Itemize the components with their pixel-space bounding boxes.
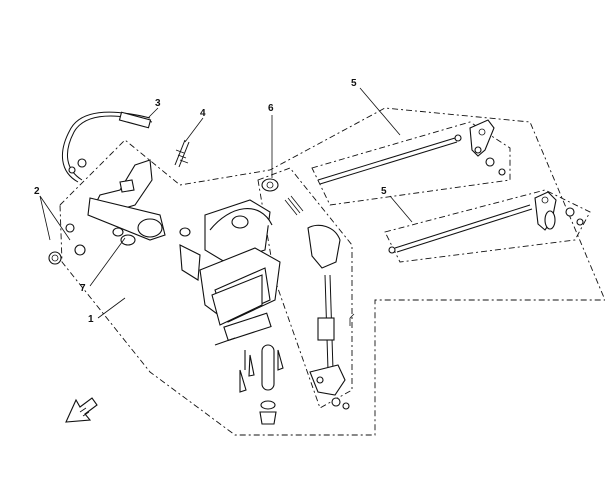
shift-rod-lower [388,191,584,254]
callout-labels: 1 2 3 4 5 5 6 7 [34,78,387,325]
assembly-outline-rod-lower [384,189,591,263]
callout-2: 2 [34,186,40,197]
assembly-outline-main [59,107,605,436]
callout-7: 7 [80,283,86,294]
bolt-set [48,223,86,265]
callout-4: 4 [200,108,206,119]
stud-bolt [174,139,190,168]
callout-6: 6 [268,103,274,114]
control-housing [179,199,281,370]
shift-rod-upper [317,119,506,185]
callout-1: 1 [88,314,94,325]
shift-lever [261,178,355,410]
lever-bracket [87,159,166,246]
throttle-cable [61,111,153,183]
callout-3: 3 [155,98,161,109]
leader-lines [39,87,413,319]
callout-5-upper: 5 [351,78,357,89]
front-arrow-icon [65,397,98,423]
callout-5-lower: 5 [381,186,387,197]
pivot-pin-assembly [239,344,284,425]
assembly-outline-rod-upper [311,121,511,206]
